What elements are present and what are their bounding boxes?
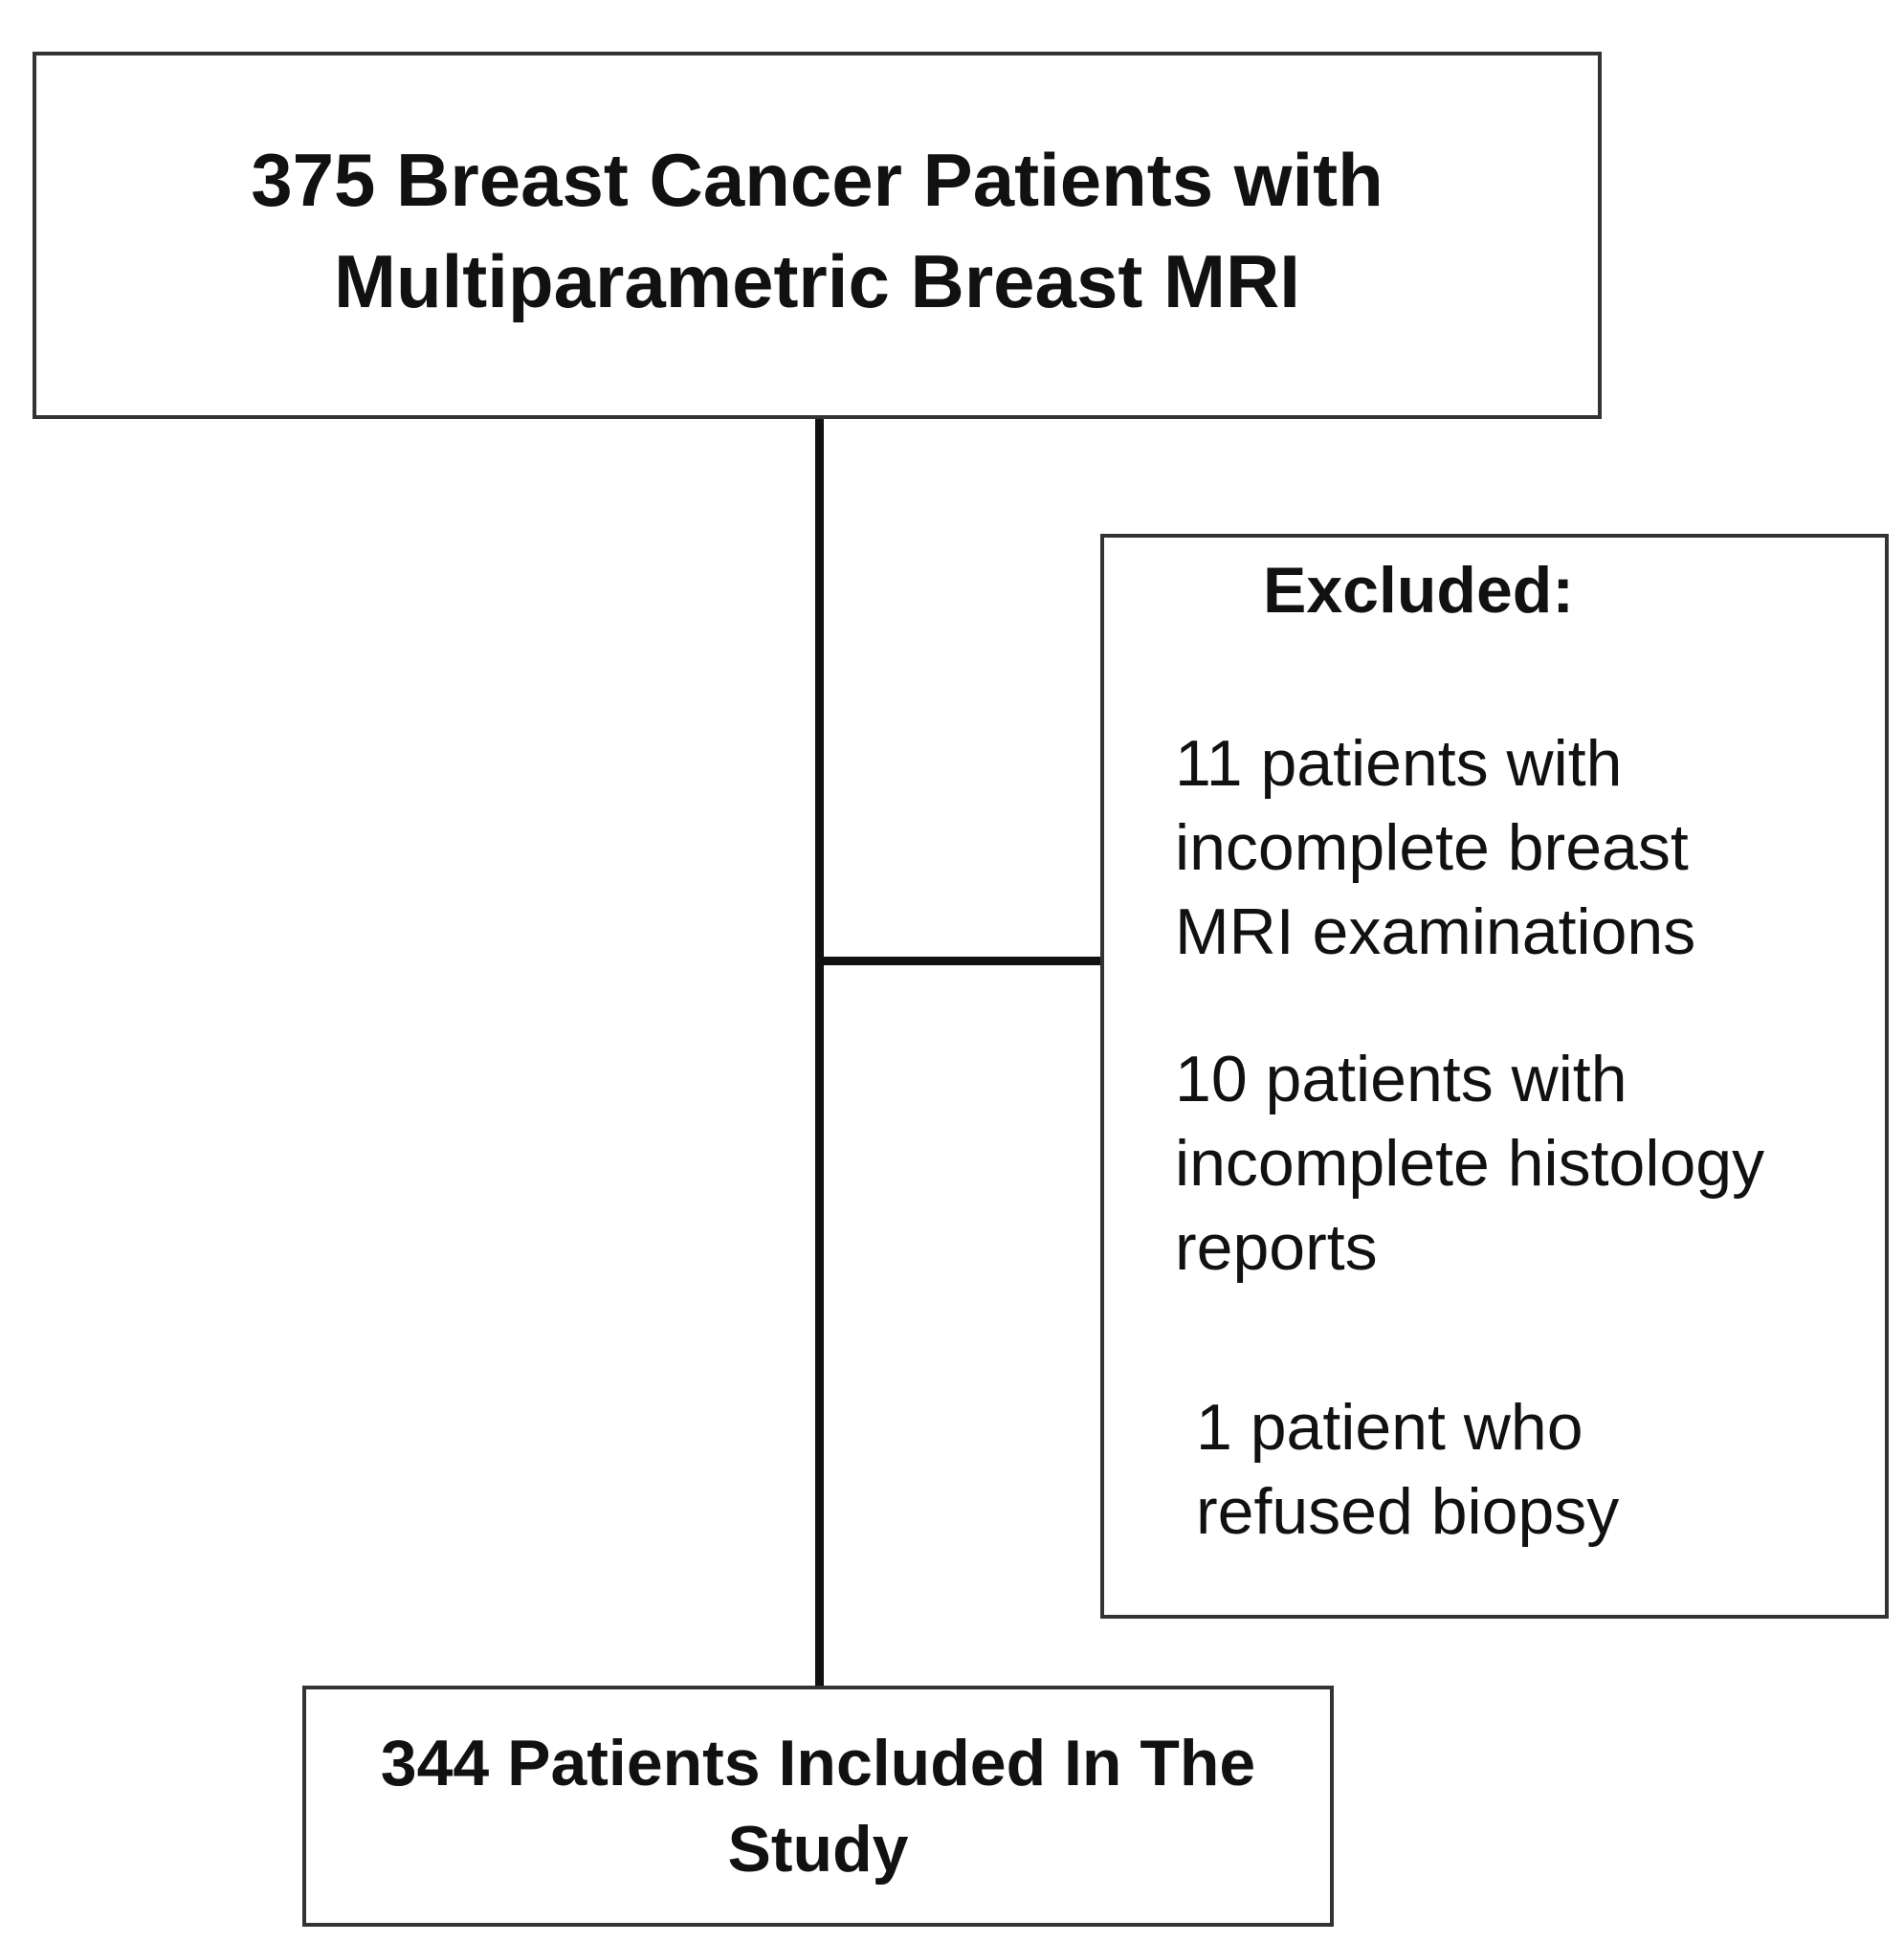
exclusion-item-line: incomplete histology [1175,1127,1765,1200]
connector-trunk-line [815,419,824,1686]
initial-cohort-label: 375 Breast Cancer Patients with Multipar… [251,129,1383,332]
initial-cohort-line-2: Multiparametric Breast MRI [334,239,1300,323]
connector-branch-line [819,957,1102,965]
initial-cohort-line-1: 375 Breast Cancer Patients with [251,138,1384,222]
exclusion-item-refused-biopsy: 1 patient who refused biopsy [1196,1385,1619,1554]
exclusion-item-incomplete-histology: 10 patients with incomplete histology re… [1175,1037,1764,1290]
exclusion-item-incomplete-mri: 11 patients with incomplete breast MRI e… [1175,721,1695,974]
exclusion-item-line: refused biopsy [1196,1475,1620,1548]
included-cohort-box: 344 Patients Included In The Study [302,1686,1334,1927]
exclusion-item-line: incomplete breast [1175,811,1689,884]
exclusion-item-line: 1 patient who [1196,1391,1583,1464]
initial-cohort-box: 375 Breast Cancer Patients with Multipar… [33,52,1602,419]
included-cohort-line-2: Study [727,1813,909,1886]
excluded-title: Excluded: [1263,554,1574,627]
exclusion-item-line: reports [1175,1211,1378,1284]
included-cohort-label: 344 Patients Included In The Study [381,1720,1255,1892]
exclusion-item-line: MRI examinations [1175,895,1696,968]
exclusion-item-line: 10 patients with [1175,1043,1627,1115]
exclusion-item-line: 11 patients with [1175,727,1623,800]
excluded-box: Excluded: 11 patients with incomplete br… [1100,534,1889,1619]
included-cohort-line-1: 344 Patients Included In The [380,1727,1256,1799]
